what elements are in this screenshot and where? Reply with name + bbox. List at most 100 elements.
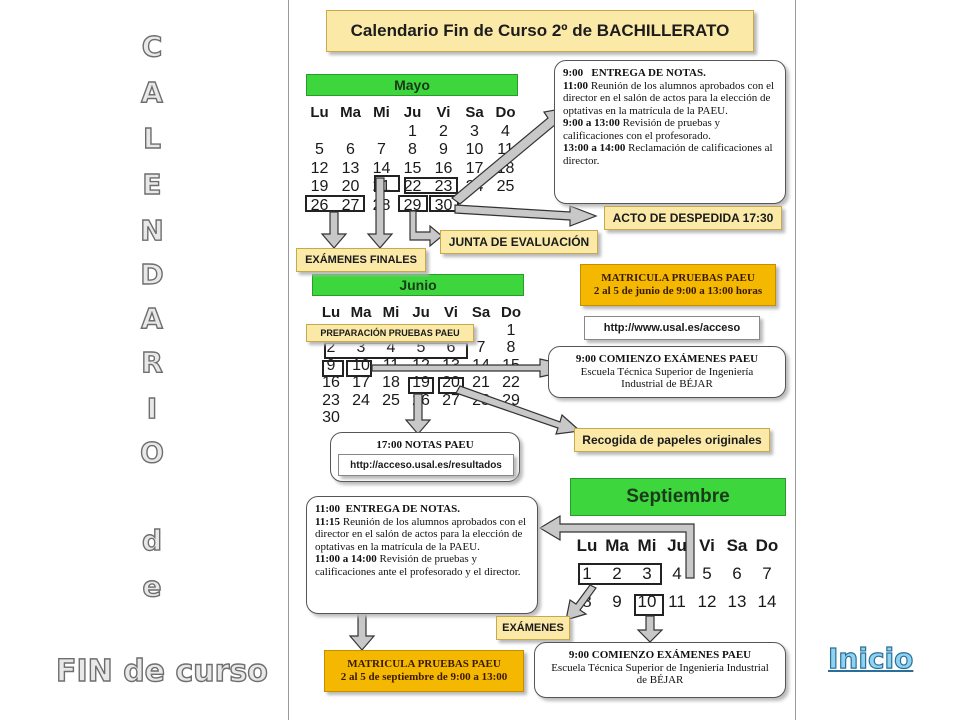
arrow-to-examenes bbox=[565, 584, 597, 621]
month-bar-junio: Junio bbox=[312, 274, 524, 296]
arrow-to-recogida bbox=[455, 385, 582, 435]
month-bar-septiembre: Septiembre bbox=[570, 478, 786, 516]
junio-day-cell: 30 bbox=[322, 409, 340, 426]
arrow-to-examenes-finales-2 bbox=[366, 177, 394, 249]
mayo-weekday-cell: Sa bbox=[465, 104, 484, 121]
mayo-day-cell: 9 bbox=[439, 141, 448, 158]
septiembre-day-cell: 10 bbox=[637, 592, 657, 611]
mayo-weekday-cell: Mi bbox=[373, 104, 390, 121]
highlight-day-21 bbox=[374, 175, 400, 192]
highlight-day-20 bbox=[438, 377, 464, 394]
mayo-day-cell: 2 bbox=[439, 122, 448, 140]
tag-preparacion-paeu: PREPARACIÓN PRUEBAS PAEU bbox=[306, 324, 474, 342]
highlight-examenes-finales bbox=[305, 195, 365, 212]
highlight-preparacion bbox=[324, 342, 468, 359]
link-usal-acceso[interactable]: http://www.usal.es/acceso bbox=[584, 316, 760, 340]
junio-day-cell: 24 bbox=[352, 391, 370, 409]
note-time: 11:15 bbox=[315, 515, 341, 528]
septiembre-weekday-cell: Ma bbox=[605, 536, 629, 555]
note-time: 9:00 bbox=[563, 67, 584, 79]
tag-examenes-finales: EXÁMENES FINALES bbox=[296, 248, 426, 272]
junio-weekday-cell: Lu bbox=[321, 304, 341, 321]
note-entrega-notas-mayo: 9:00 ENTREGA DE NOTAS. 11:00 Reunión de … bbox=[554, 60, 786, 204]
junio-day-cell: 8 bbox=[506, 339, 516, 356]
septiembre-weekday-cell: Ju bbox=[667, 536, 687, 555]
document-title: Calendario Fin de Curso 2º de BACHILLERA… bbox=[326, 10, 754, 52]
side-letter: A bbox=[140, 75, 163, 109]
highlight-day-10 bbox=[346, 360, 372, 377]
junio-day-cell: 16 bbox=[322, 374, 340, 391]
septiembre-day-cell: 4 bbox=[672, 564, 682, 583]
highlight-days-22-23 bbox=[404, 177, 458, 194]
highlight-day-9 bbox=[322, 360, 344, 377]
side-letter: N bbox=[140, 213, 165, 247]
mayo-day-cell: 26 bbox=[310, 196, 329, 214]
junio-day-cell: 4 bbox=[386, 339, 396, 356]
mayo-day-cell: 13 bbox=[341, 159, 360, 177]
note-comienzo-examenes-junio: 9:00 COMIENZO EXÁMENES PAEU Escuela Técn… bbox=[548, 346, 786, 398]
mayo-weekday-cell: Lu bbox=[310, 104, 329, 121]
junio-day-cell: 21 bbox=[472, 374, 490, 391]
mayo-day-cell: 3 bbox=[470, 122, 479, 140]
tag-acto-despedida: ACTO DE DESPEDIDA 17:30 bbox=[604, 206, 782, 230]
inicio-link[interactable]: Inicio bbox=[827, 641, 914, 675]
note-time: 11:00 bbox=[315, 503, 341, 515]
highlight-sept-1-3 bbox=[578, 563, 662, 585]
mayo-day-cell: 8 bbox=[408, 141, 417, 158]
note-text: ENTREGA DE NOTAS. bbox=[345, 503, 460, 515]
side-letter: D bbox=[140, 257, 165, 291]
septiembre-day-cell: 14 bbox=[757, 592, 777, 611]
month-bar-mayo: Mayo bbox=[306, 74, 518, 96]
matricula-junio: MATRICULA PRUEBAS PAEU 2 al 5 de junio d… bbox=[580, 264, 776, 306]
septiembre-weekday-cell: Sa bbox=[726, 536, 748, 555]
junio-day-cell: 5 bbox=[416, 339, 426, 356]
mayo-day-cell: 17 bbox=[465, 159, 484, 177]
junio-day-row: 1 bbox=[316, 322, 526, 340]
junio-day-cell: 7 bbox=[476, 339, 486, 356]
matricula-septiembre: MATRICULA PRUEBAS PAEU 2 al 5 de septiem… bbox=[324, 650, 524, 692]
arrow-to-examenes-finales-1 bbox=[320, 211, 348, 249]
mayo-day-cell: 14 bbox=[372, 159, 391, 177]
note-line: de BÉJAR bbox=[636, 674, 684, 686]
septiembre-day-cell: 9 bbox=[612, 592, 622, 611]
septiembre-day-cell: 6 bbox=[732, 564, 742, 583]
tag-examenes: EXÁMENES bbox=[496, 616, 570, 640]
junio-weekday-cell: Do bbox=[501, 304, 521, 321]
septiembre-day-cell: 12 bbox=[697, 592, 717, 611]
mayo-day-cell: 25 bbox=[496, 178, 515, 195]
note-time: 13:00 a 14:00 bbox=[563, 142, 626, 154]
junio-day-cell: 17 bbox=[352, 374, 370, 391]
septiembre-weekday-cell: Do bbox=[755, 536, 779, 555]
note-title: 17:00 NOTAS PAEU bbox=[376, 439, 474, 451]
tag-recogida-papeles: Recogida de papeles originales bbox=[574, 428, 770, 452]
side-letter: C bbox=[141, 29, 163, 63]
note-line: Industrial de BÉJAR bbox=[621, 378, 713, 390]
matricula-junio-dates: 2 al 5 de junio de 9:00 a 13:00 horas bbox=[593, 285, 763, 297]
note-text: Reunión de los alumnos aprobados con el … bbox=[315, 515, 527, 553]
mayo-day-cell: 6 bbox=[346, 141, 355, 158]
junio-day-cell: 1 bbox=[506, 321, 516, 339]
note-title: 9:00 COMIENZO EXÁMENES PAEU bbox=[568, 649, 752, 661]
septiembre-day-cell: 5 bbox=[702, 564, 712, 583]
mayo-weekday-cell: Do bbox=[495, 104, 516, 121]
septiembre-day-cell: 2 bbox=[612, 564, 622, 583]
junio-day-cell: 22 bbox=[502, 374, 520, 391]
mayo-weekday-cell: Vi bbox=[436, 104, 451, 121]
junio-day-cell: 23 bbox=[322, 391, 340, 409]
note-time: 11:00 bbox=[563, 79, 589, 92]
note-line: Escuela Técnica Superior de Ingeniería I… bbox=[551, 661, 769, 674]
junio-day-cell: 27 bbox=[442, 391, 460, 409]
link-acceso-resultados[interactable]: http://acceso.usal.es/resultados bbox=[338, 454, 514, 476]
mayo-day-cell: 12 bbox=[310, 159, 329, 177]
mayo-day-cell: 4 bbox=[501, 122, 510, 140]
mayo-day-cell: 22 bbox=[403, 178, 422, 195]
note-text: Revisión de pruebas y calificaciones ant… bbox=[315, 553, 521, 578]
mayo-day-cell: 20 bbox=[341, 178, 360, 195]
side-letter: d bbox=[141, 523, 163, 557]
arrow-to-notas-paeu bbox=[404, 393, 432, 435]
side-letter: R bbox=[141, 345, 164, 379]
